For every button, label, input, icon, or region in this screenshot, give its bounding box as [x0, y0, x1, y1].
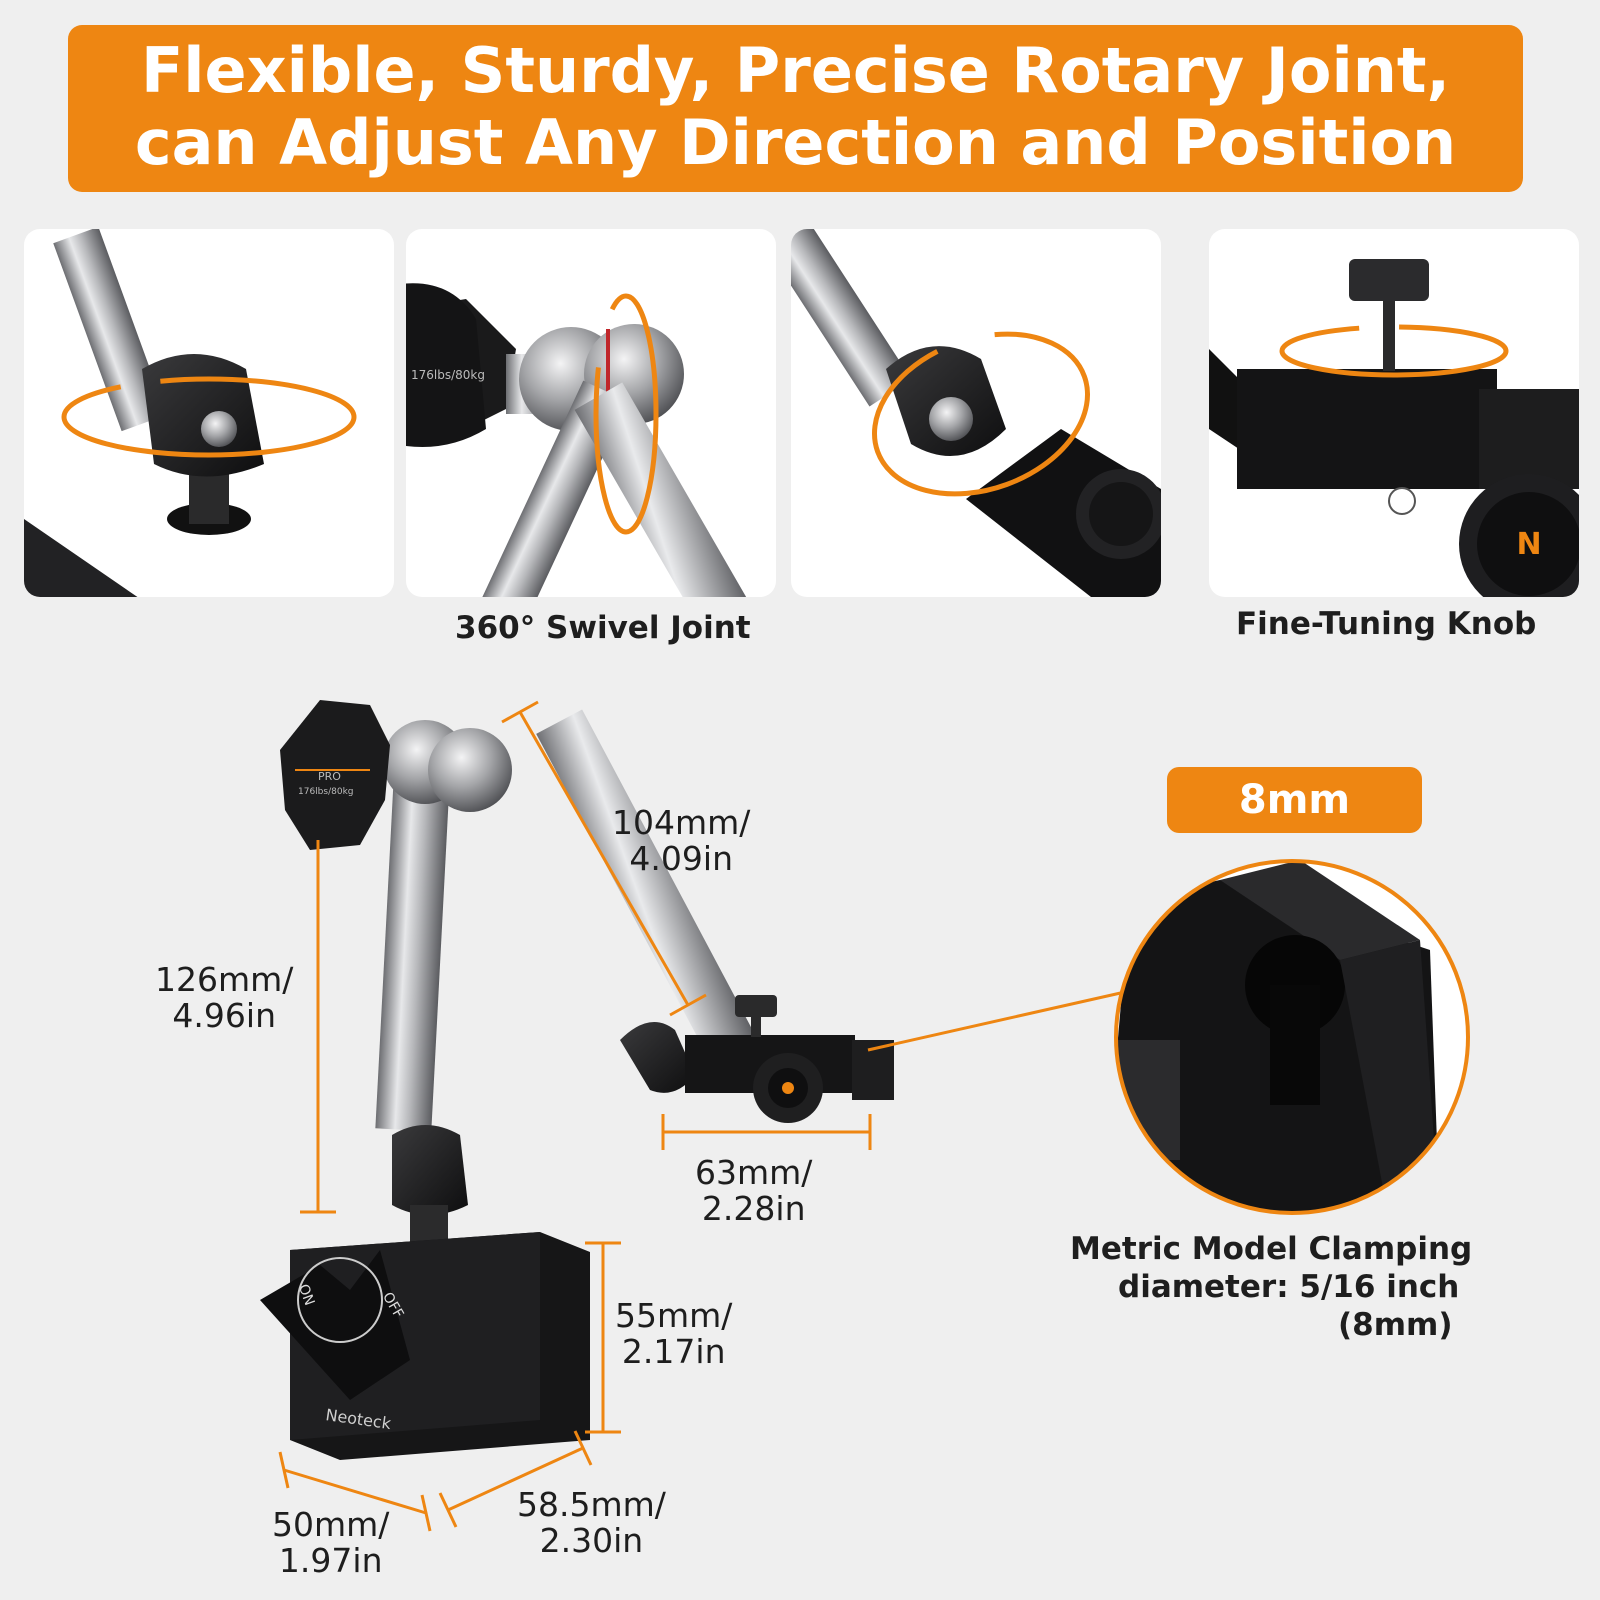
panel-fine-tuning-knob: N	[1209, 229, 1579, 597]
lower-arm	[375, 758, 451, 1132]
panel-base-swivel	[24, 229, 394, 597]
dim-base-depth-mm: 58.5mm/	[517, 1485, 666, 1524]
upper-arm	[536, 709, 756, 1061]
swivel-joint-illustration: 176lbs/80kg	[406, 283, 753, 597]
dim-upper-arm-in: 4.09in	[629, 839, 733, 878]
dim-base-height-in: 2.17in	[621, 1332, 726, 1371]
locking-knob-icon	[280, 700, 390, 850]
locking-knob-brand: PRO	[318, 770, 341, 783]
dim-upper-arm: 104mm/ 4.09in	[612, 805, 750, 877]
swivel-joint-caption: 360° Swivel Joint	[455, 610, 751, 646]
panel-clamp-swivel	[791, 229, 1161, 597]
clamp-swivel-illustration	[791, 229, 1161, 597]
on-off-switch	[260, 1250, 410, 1400]
dim-base-depth-in: 2.30in	[539, 1521, 644, 1560]
dim-base-width: 50mm/ 1.97in	[272, 1507, 389, 1579]
dim-lower-arm-in: 4.96in	[172, 996, 276, 1035]
fine-tune-knob-icon	[735, 995, 777, 1017]
dim-base-height-mm: 55mm/	[615, 1296, 733, 1335]
clamp-description-line-1: Metric Model Clamping	[1070, 1231, 1473, 1267]
dim-upper-arm-mm: 104mm/	[612, 803, 751, 842]
locking-knob-capacity: 176lbs/80kg	[298, 787, 354, 797]
panel-360-joint: 176lbs/80kg	[406, 229, 776, 597]
joint-knob-text: 176lbs/80kg	[411, 368, 485, 382]
base-swivel-illustration	[24, 229, 357, 597]
dimension-lines	[278, 700, 1126, 1532]
dim-clamp-width: 63mm/ 2.28in	[695, 1155, 812, 1227]
dim-base-height: 55mm/ 2.17in	[615, 1298, 732, 1370]
headline-line-2: can Adjust Any Direction and Position	[134, 106, 1457, 179]
fine-tuning-knob-illustration: N	[1209, 259, 1579, 597]
on-label: ON	[295, 1282, 317, 1308]
joint-ball-right	[428, 728, 512, 812]
dim-lower-arm: 126mm/ 4.96in	[155, 962, 293, 1034]
knob-logo-icon: N	[1516, 527, 1541, 562]
clamp-description: Metric Model Clamping diameter: 5/16 inc…	[1070, 1230, 1540, 1344]
dim-base-depth: 58.5mm/ 2.30in	[517, 1487, 666, 1559]
clamp-description-line-3: (8mm)	[1338, 1307, 1453, 1343]
dim-clamp-width-mm: 63mm/	[695, 1153, 813, 1192]
clamp-zoom-detail	[1116, 861, 1468, 1213]
dim-clamp-width-in: 2.28in	[701, 1189, 806, 1228]
dim-lower-arm-mm: 126mm/	[155, 960, 294, 999]
headline-banner: Flexible, Sturdy, Precise Rotary Joint, …	[68, 25, 1523, 192]
dim-base-width-mm: 50mm/	[272, 1505, 390, 1544]
zoom-circle-outline	[1114, 859, 1470, 1215]
headline-line-1: Flexible, Sturdy, Precise Rotary Joint,	[140, 34, 1451, 107]
clamp-size-tag: 8mm	[1167, 767, 1422, 833]
dim-base-width-in: 1.97in	[278, 1541, 383, 1580]
fine-tuning-knob-caption: Fine-Tuning Knob	[1236, 606, 1537, 642]
clamp-description-line-2: diameter: 5/16 inch	[1118, 1269, 1460, 1305]
